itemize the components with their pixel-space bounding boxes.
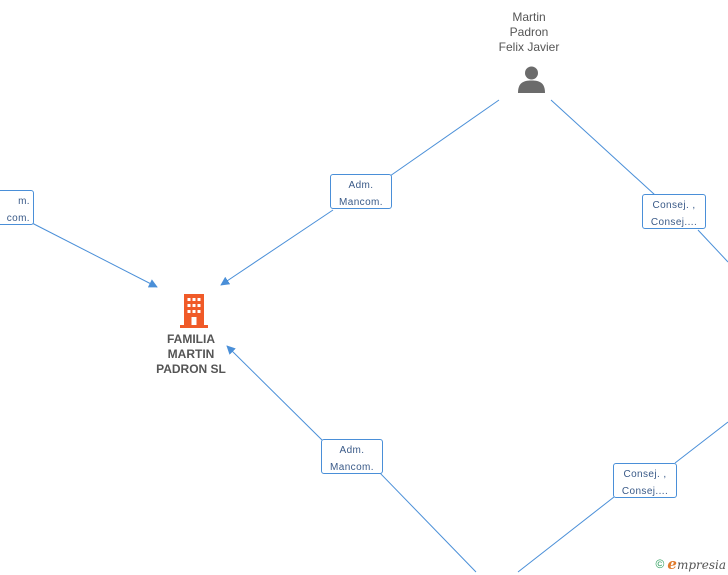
edge-adm-box-to-company-bottom (226, 345, 323, 441)
role-line-1: Adm. (339, 445, 365, 456)
role-line-2: com. (6, 213, 30, 224)
role-box-consej-top[interactable]: Consej. , Consej.... (642, 194, 706, 229)
role-line-2: Mancom. (330, 462, 374, 473)
role-line-2: Mancom. (339, 197, 383, 208)
edge-consej-box-right (697, 229, 728, 263)
brand-logo: empresia (667, 555, 726, 573)
brand-initial: e (667, 555, 677, 573)
company-name[interactable]: FAMILIA MARTIN PADRON SL (131, 332, 251, 377)
person-name[interactable]: Martin Padron Felix Javier (469, 10, 589, 55)
edge-adm-box-to-company (220, 209, 334, 286)
company-name-line-2: MARTIN (167, 347, 215, 361)
edge-consej-box-right-bottom (674, 421, 728, 464)
role-box-left[interactable]: m. com. (0, 190, 34, 225)
role-line-2: Consej.... (650, 217, 698, 228)
role-box-consej-bottom[interactable]: Consej. , Consej.... (613, 463, 677, 498)
role-line-2: Consej.... (621, 486, 669, 497)
person-icon[interactable] (517, 65, 546, 94)
edge-bottom-to-consej-box (517, 496, 615, 573)
person-name-line-1: Martin (512, 10, 546, 24)
edge-left-to-company (29, 221, 158, 288)
role-box-adm-bottom[interactable]: Adm. Mancom. (321, 439, 383, 474)
empresia-watermark: © empresia (656, 555, 726, 573)
company-name-line-3: PADRON SL (156, 362, 226, 376)
role-line-1: Consej. , (623, 469, 667, 480)
role-line-1: Consej. , (652, 200, 696, 211)
edge-person-to-consej-box (550, 99, 656, 196)
role-line-1: m. (18, 196, 30, 207)
building-icon[interactable] (179, 293, 209, 329)
person-name-line-3: Felix Javier (498, 40, 560, 54)
copyright-icon: © (655, 557, 665, 571)
edge-bottom-to-adm-box (379, 472, 477, 573)
brand-rest: mpresia (676, 558, 726, 572)
company-name-line-1: FAMILIA (167, 332, 215, 346)
role-box-adm-top[interactable]: Adm. Mancom. (330, 174, 392, 209)
edge-person-to-adm-box (389, 99, 500, 177)
role-line-1: Adm. (348, 180, 374, 191)
person-name-line-2: Padron (509, 25, 549, 39)
